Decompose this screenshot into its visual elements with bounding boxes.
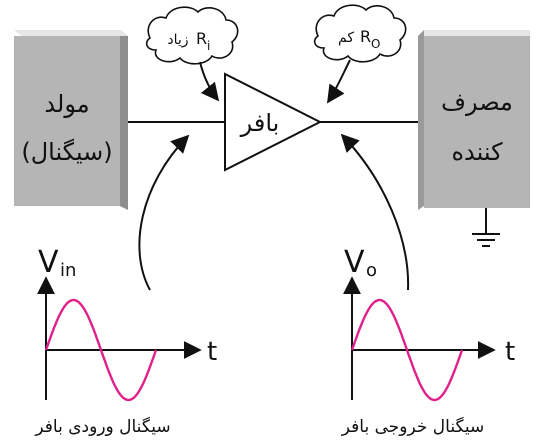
input-cloud-symbol: R	[196, 29, 207, 48]
output-cloud-arrow	[327, 59, 351, 104]
buffer-amplifier: بافر	[224, 72, 323, 172]
cloud-icon	[313, 4, 407, 63]
load-block: مصرف کننده	[418, 30, 530, 210]
generator-label-line1: مولد	[44, 90, 89, 118]
output-cloud-subscript: O	[371, 37, 380, 51]
generator-label-line2: (سیگنال)	[21, 138, 112, 166]
output-signal-graph: V o t سیگنال خروجی بافر	[341, 245, 515, 437]
load-label-line1: مصرف	[441, 88, 513, 116]
input-signal-graph: V in t سیگنال ورودی بافر	[34, 245, 217, 437]
output-cloud-symbol: R	[360, 27, 371, 46]
input-t-label: t	[207, 337, 217, 367]
output-resistance-cloud: کم R O	[313, 4, 407, 63]
input-cloud-subscript: i	[207, 39, 210, 53]
output-sine-wave	[350, 298, 464, 402]
cloud-icon	[145, 6, 239, 65]
buffer-label: بافر	[240, 109, 280, 137]
input-signal-arrow	[138, 134, 190, 291]
output-t-label: t	[505, 337, 515, 367]
input-resistance-cloud: زیاد R i	[145, 6, 239, 65]
load-label-line2: کننده	[451, 138, 503, 166]
ground-icon	[472, 208, 500, 247]
output-v-symbol: V	[344, 245, 365, 280]
input-v-subscript: in	[60, 260, 76, 281]
input-caption: سیگنال ورودی بافر	[34, 416, 170, 437]
input-sine-wave	[44, 298, 158, 402]
input-cloud-arrow	[199, 61, 220, 102]
output-caption: سیگنال خروجی بافر	[341, 416, 484, 437]
output-v-subscript: o	[366, 260, 377, 281]
input-v-symbol: V	[38, 245, 59, 280]
output-cloud-word: کم	[338, 30, 354, 46]
output-signal-arrow	[340, 133, 410, 291]
input-cloud-word: زیاد	[167, 32, 188, 48]
generator-block: مولد (سیگنال)	[14, 30, 128, 210]
